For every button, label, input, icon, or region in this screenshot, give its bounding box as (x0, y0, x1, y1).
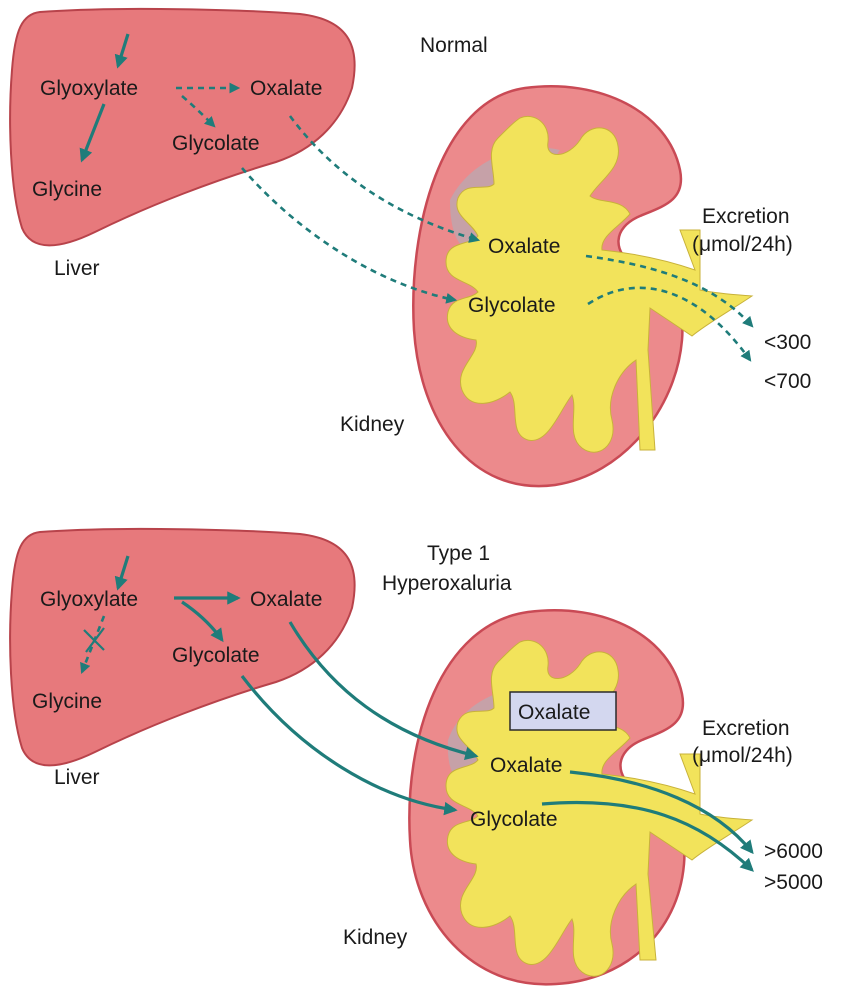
panel-subtitle-type1: Hyperoxaluria (382, 572, 512, 595)
excretion-glycolate-value: >5000 (764, 871, 823, 894)
liver-glycine-label: Glycine (32, 178, 102, 201)
liver-label: Liver (54, 766, 100, 789)
kidney-label: Kidney (343, 926, 408, 949)
kidney-glycolate-label: Glycolate (470, 808, 558, 831)
liver-glycolate-label: Glycolate (172, 644, 260, 667)
liver-oxalate-label: Oxalate (250, 77, 322, 100)
liver-glyoxylate-label: Glyoxylate (40, 588, 138, 611)
liver-glyoxylate-label: Glyoxylate (40, 77, 138, 100)
excretion-units: (μmol/24h) (692, 744, 793, 767)
kidney-oxalate-label: Oxalate (490, 754, 562, 777)
liver-glycine-label: Glycine (32, 690, 102, 713)
normal-panel: Normal Glyoxylate Oxalate Glycolate Glyc… (10, 9, 811, 486)
kidney-oxalate-label: Oxalate (488, 235, 560, 258)
renal-pelvis (446, 116, 752, 452)
oxalate-deposit-label: Oxalate (518, 701, 590, 724)
liver-oxalate-label: Oxalate (250, 588, 322, 611)
excretion-oxalate-value: >6000 (764, 840, 823, 863)
excretion-glycolate-value: <700 (764, 370, 811, 393)
excretion-title: Excretion (702, 717, 790, 740)
excretion-title: Excretion (702, 205, 790, 228)
panel-title-normal: Normal (420, 34, 488, 57)
liver-label: Liver (54, 257, 100, 280)
kidney-label: Kidney (340, 413, 405, 436)
type1-panel: Oxalate Type 1 Hyperoxaluria Glyoxylate … (10, 529, 823, 984)
panel-title-type1: Type 1 (427, 542, 490, 565)
kidney-glycolate-label: Glycolate (468, 294, 556, 317)
excretion-units: (μmol/24h) (692, 233, 793, 256)
liver-glycolate-label: Glycolate (172, 132, 260, 155)
excretion-oxalate-value: <300 (764, 331, 811, 354)
liver-organ (10, 9, 355, 245)
